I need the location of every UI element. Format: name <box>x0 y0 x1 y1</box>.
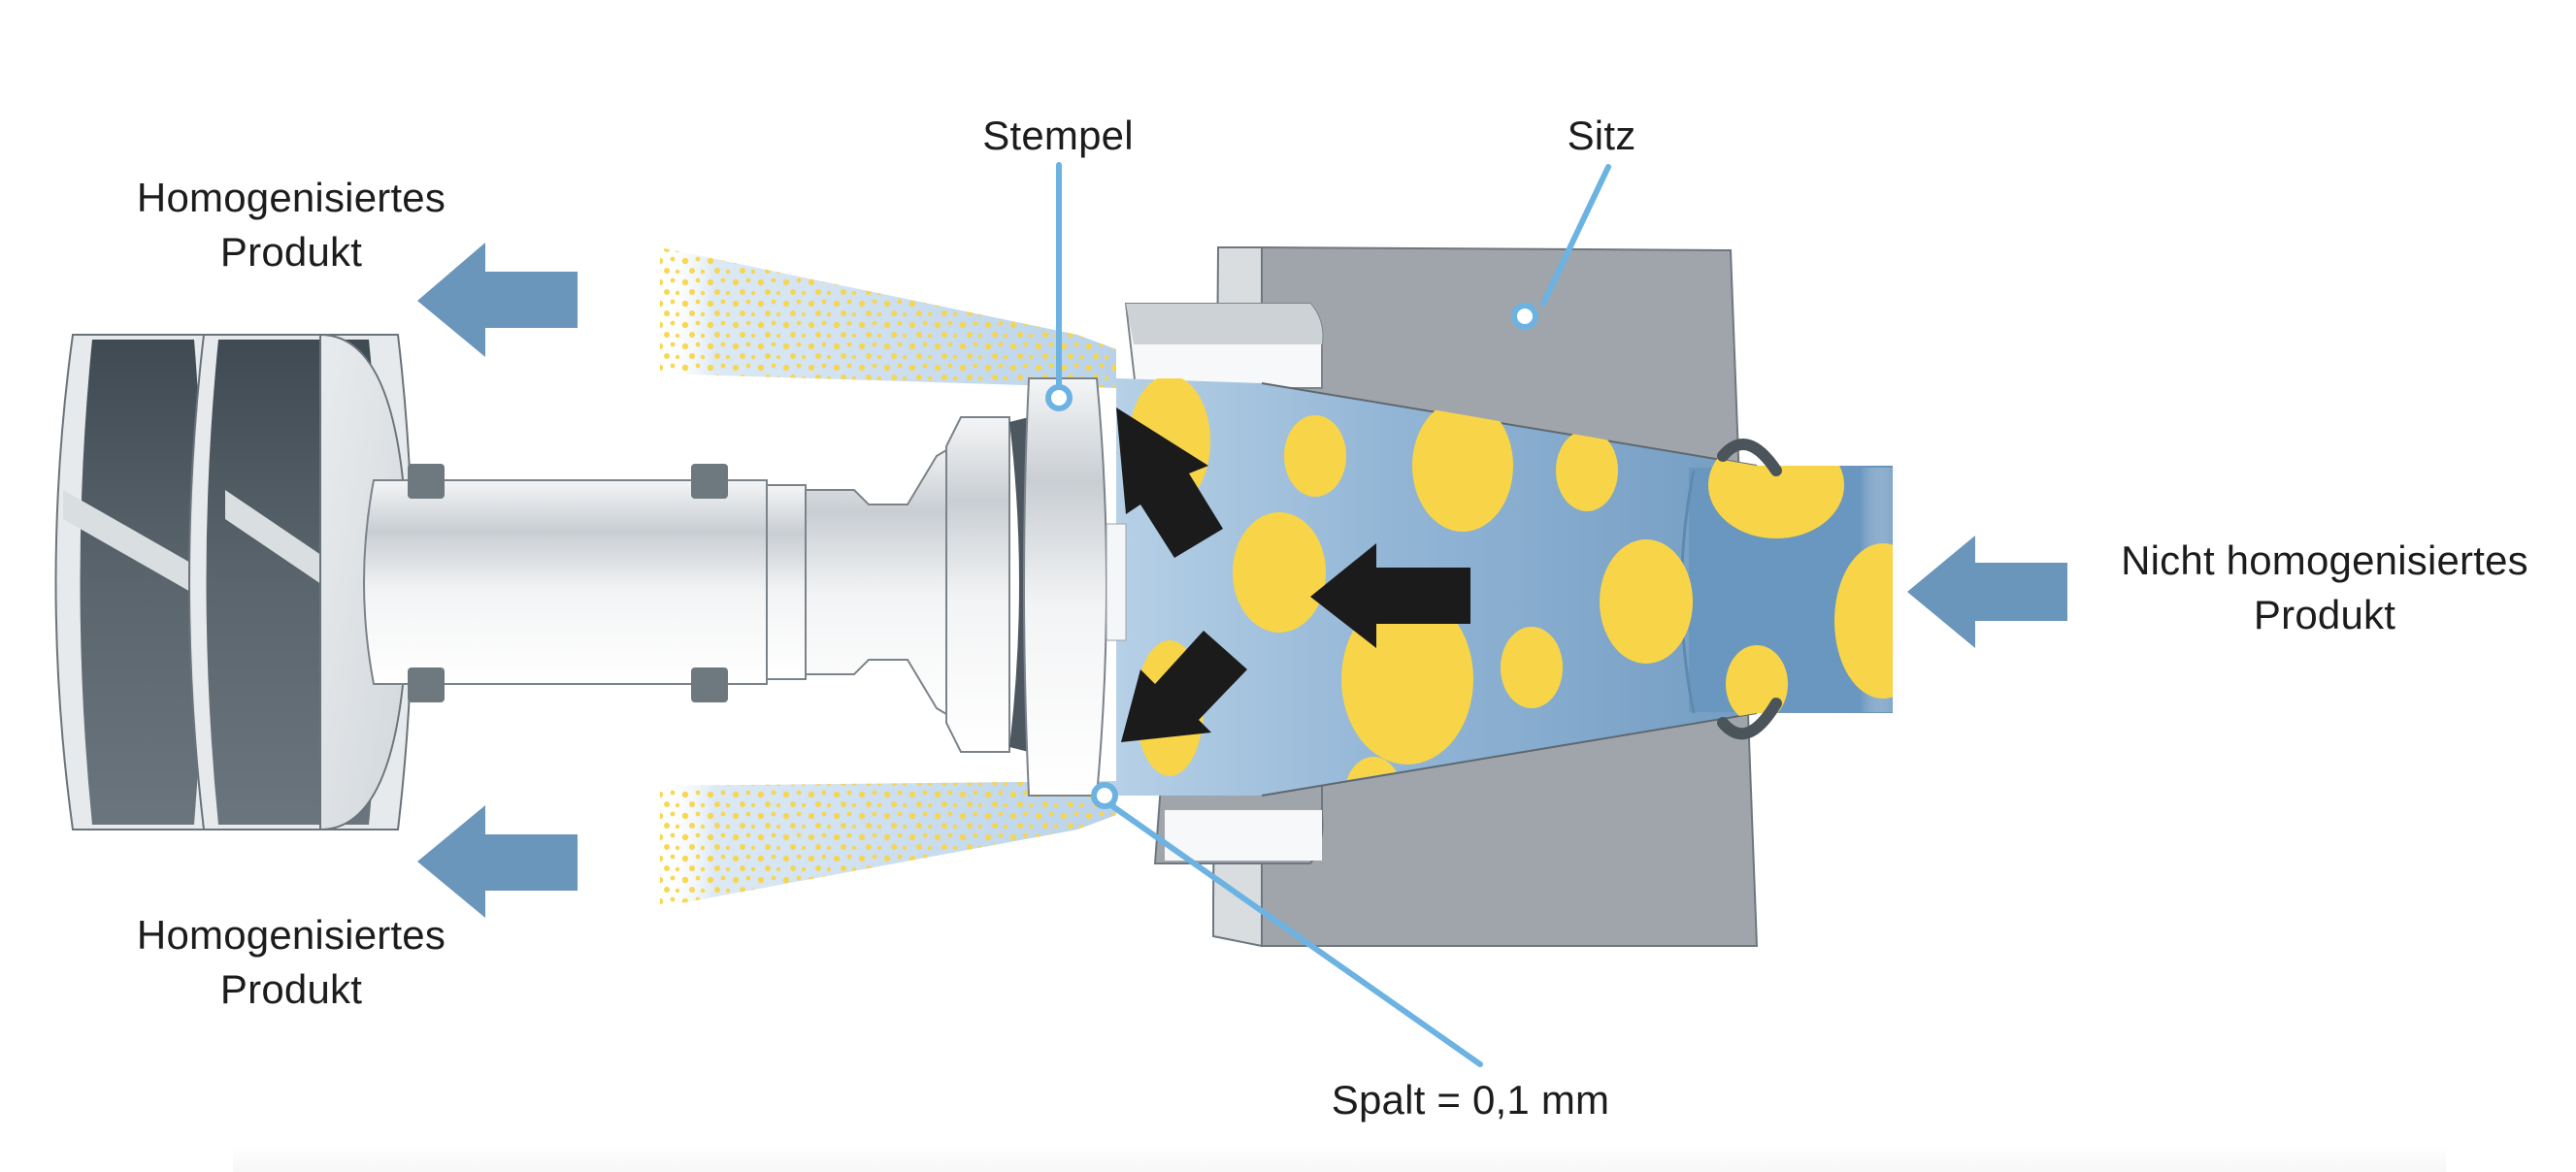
force-arrows <box>1116 407 1470 742</box>
piston-disc <box>54 333 413 831</box>
label-outlet-top-line1: Homogenisiertes <box>136 175 446 220</box>
arrow-left-icon <box>1310 543 1470 648</box>
flow-arrows <box>417 243 2067 918</box>
plunger-shaft <box>363 440 962 725</box>
label-outlet-top: Homogenisiertes Produkt <box>116 171 466 279</box>
inlet-arrow <box>1907 536 2067 648</box>
label-outlet-bottom-line1: Homogenisiertes <box>136 912 446 958</box>
label-inlet-line2: Produkt <box>2253 592 2396 637</box>
label-plunger: Stempel <box>982 113 1134 158</box>
particle <box>1233 512 1326 633</box>
particle <box>1556 430 1618 511</box>
spray-bottom <box>660 781 1116 907</box>
outlet-arrow-top <box>417 243 578 357</box>
particle <box>1412 400 1513 532</box>
spray-top <box>660 247 1116 388</box>
label-outlet-bottom: Homogenisiertes Produkt <box>116 908 466 1017</box>
label-outlet-bottom-line2: Produkt <box>219 966 363 1012</box>
particle <box>1600 539 1693 664</box>
label-inlet-line1: Nicht homogenisiertes <box>2121 537 2528 583</box>
o-rings <box>1717 439 1782 740</box>
label-outlet-top-line2: Produkt <box>219 229 363 275</box>
outlet-arrow-bottom <box>417 805 578 918</box>
bottom-shadow-band <box>233 1145 2446 1172</box>
particle <box>1834 543 1893 699</box>
label-inlet: Nicht homogenisiertes Produkt <box>2077 534 2572 642</box>
callouts <box>1045 162 1611 1067</box>
particle <box>1726 645 1788 723</box>
label-seat: Sitz <box>1567 113 1636 158</box>
label-gap: Spalt = 0,1 mm <box>1331 1077 1610 1123</box>
particle <box>1284 415 1346 497</box>
arrow-down-left-icon <box>1121 631 1247 742</box>
particle <box>1501 627 1563 708</box>
plunger-head <box>945 377 1127 797</box>
arrow-up-left-icon <box>1116 407 1223 558</box>
